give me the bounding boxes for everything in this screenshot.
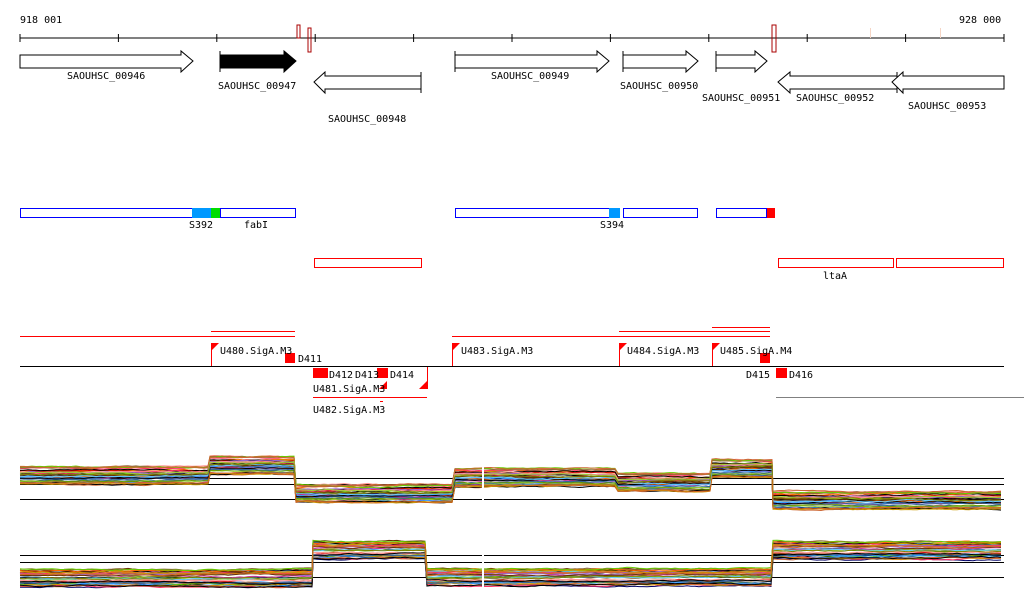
expression-line bbox=[19, 462, 1002, 502]
gene-arrow-00953[interactable] bbox=[891, 70, 1005, 95]
feature-track: S392 fabI S394 ltaA bbox=[20, 208, 1004, 282]
promoter-label[interactable]: U480.SigA.M3 bbox=[220, 346, 292, 357]
gene-arrow-00951[interactable] bbox=[715, 49, 768, 74]
coordinate-ruler: 918 001 928 000 bbox=[19, 15, 1005, 53]
terminator-box[interactable] bbox=[377, 368, 388, 378]
feature-label: ltaA bbox=[823, 271, 847, 282]
expression-profiles bbox=[19, 454, 1004, 595]
expression-line bbox=[19, 550, 1002, 582]
terminator-label[interactable]: D413 bbox=[355, 370, 379, 381]
gene-track: SAOUHSC_00946 SAOUHSC_00947 SAOUHSC_0094… bbox=[19, 49, 1005, 125]
promoter-label[interactable]: U483.SigA.M3 bbox=[461, 346, 533, 357]
gene-label: SAOUHSC_00948 bbox=[328, 114, 406, 125]
marker-5 bbox=[940, 28, 941, 38]
ruler-start-label: 918 001 bbox=[20, 15, 62, 26]
terminator-label[interactable]: D416 bbox=[789, 370, 813, 381]
promoter-flag[interactable] bbox=[379, 381, 387, 389]
gene-label: SAOUHSC_00947 bbox=[218, 81, 296, 92]
promoter-flag[interactable] bbox=[712, 343, 720, 351]
expression-line bbox=[20, 455, 1001, 494]
feature-box[interactable] bbox=[623, 208, 698, 218]
gene-arrow-00952[interactable] bbox=[777, 70, 898, 95]
expression-line bbox=[19, 548, 1002, 581]
promoter-label[interactable]: U485.SigA.M4 bbox=[720, 346, 792, 357]
terminator-label[interactable]: D415 bbox=[746, 370, 770, 381]
feature-red-box[interactable] bbox=[314, 258, 422, 268]
expression-line bbox=[19, 467, 1002, 505]
feature-red[interactable] bbox=[767, 208, 775, 218]
feature-red-box[interactable] bbox=[896, 258, 1004, 268]
expression-line bbox=[19, 463, 1002, 503]
marker-1[interactable] bbox=[296, 24, 301, 39]
ruler-ticks bbox=[19, 34, 1005, 42]
expression-line bbox=[19, 455, 1002, 495]
promoter-label[interactable]: U484.SigA.M3 bbox=[627, 346, 699, 357]
feature-box[interactable] bbox=[20, 208, 193, 218]
gene-arrow-00949[interactable] bbox=[454, 49, 610, 74]
terminator-label[interactable]: D412 bbox=[329, 370, 353, 381]
gene-label: SAOUHSC_00950 bbox=[620, 81, 698, 92]
terminator-label[interactable]: D414 bbox=[390, 370, 414, 381]
promoter-flag[interactable] bbox=[619, 343, 627, 351]
feature-label: fabI bbox=[244, 220, 268, 231]
feature-label: S392 bbox=[189, 220, 213, 231]
gene-label: SAOUHSC_00951 bbox=[702, 93, 780, 104]
feature-fabI[interactable] bbox=[220, 208, 296, 218]
terminator-box[interactable] bbox=[760, 353, 770, 363]
feature-green[interactable] bbox=[211, 208, 220, 218]
expression-line bbox=[20, 472, 1002, 510]
expression-line bbox=[19, 544, 1002, 577]
marker-2[interactable] bbox=[307, 27, 312, 53]
expression-line bbox=[19, 552, 1001, 585]
feature-s394[interactable] bbox=[609, 208, 620, 218]
terminator-label[interactable]: D411 bbox=[298, 354, 322, 365]
gene-arrow-00946[interactable] bbox=[19, 49, 194, 74]
feature-ltaA[interactable] bbox=[778, 258, 894, 268]
panel-gap bbox=[482, 535, 484, 595]
ruler-end-label: 928 000 bbox=[959, 15, 1001, 26]
promoter-label[interactable]: U481.SigA.M3 bbox=[313, 384, 385, 395]
expression-line bbox=[19, 470, 1002, 508]
gene-arrow-00947[interactable] bbox=[219, 49, 297, 74]
expression-line bbox=[19, 461, 1002, 500]
marker-3[interactable] bbox=[771, 24, 777, 53]
marker-4 bbox=[870, 28, 871, 38]
promoter-flag[interactable] bbox=[452, 343, 460, 351]
feature-label: S394 bbox=[600, 220, 624, 231]
terminator-box[interactable] bbox=[285, 353, 295, 363]
promoter-track: U480.SigA.M3 D411 U483.SigA.M3 U484.SigA… bbox=[20, 327, 1024, 416]
expression-line bbox=[19, 542, 1002, 575]
feature-box[interactable] bbox=[455, 208, 610, 218]
terminator-box[interactable] bbox=[313, 368, 328, 378]
gene-label: SAOUHSC_00946 bbox=[67, 71, 145, 82]
expression-line bbox=[19, 469, 1002, 508]
gene-label: SAOUHSC_00949 bbox=[491, 71, 569, 82]
panel-gap bbox=[482, 455, 484, 515]
feature-box[interactable] bbox=[716, 208, 767, 218]
expression-line bbox=[19, 468, 1002, 506]
promoter-flag[interactable] bbox=[211, 343, 219, 351]
gene-arrow-00948[interactable] bbox=[313, 70, 422, 95]
expression-line bbox=[19, 545, 1002, 577]
gene-label: SAOUHSC_00952 bbox=[796, 93, 874, 104]
promoter-label[interactable]: U482.SigA.M3 bbox=[313, 405, 385, 416]
promoter-flag[interactable] bbox=[419, 381, 427, 389]
feature-s392[interactable] bbox=[192, 208, 211, 218]
terminator-box[interactable] bbox=[776, 368, 787, 378]
gene-label: SAOUHSC_00953 bbox=[908, 101, 986, 112]
gene-arrow-00950[interactable] bbox=[622, 49, 699, 74]
expression-line bbox=[19, 555, 1002, 588]
expression-line bbox=[19, 539, 1002, 572]
